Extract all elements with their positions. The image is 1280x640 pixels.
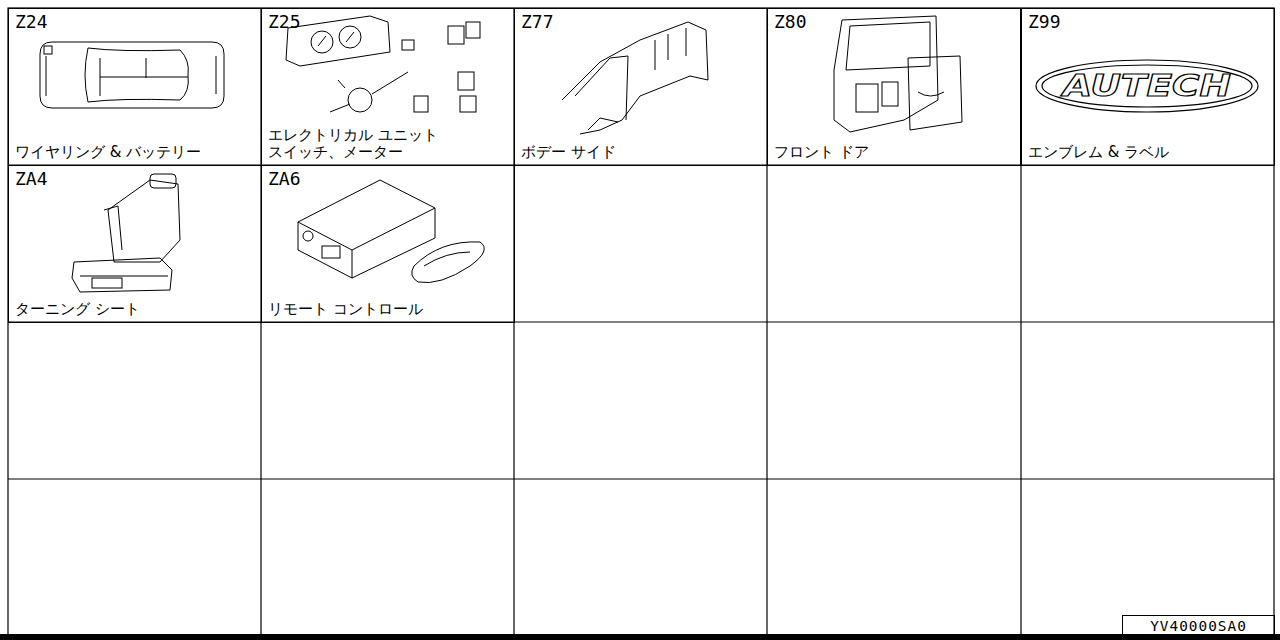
catalog-cell: Z24 ワイヤリング & バッテリー <box>8 8 262 166</box>
catalog-cell: ZA6 リモート コントロール <box>261 165 515 323</box>
drawing-number: YV40000SA0 <box>1123 616 1274 635</box>
catalog-cell: Z80 フロント ドア <box>767 8 1021 166</box>
group-caption: リモート コントロール <box>268 301 423 318</box>
index-grid <box>8 8 1274 636</box>
wiring-car <box>40 42 224 108</box>
group-caption: ターニング シート <box>15 301 140 318</box>
catalog-cell: Z25 エレクトリカル ユニット スイッチ、メーター <box>261 8 515 166</box>
group-caption: エレクトリカル ユニット スイッチ、メーター <box>268 127 468 161</box>
drawing-number-box: YV40000SA0 <box>1122 615 1275 636</box>
front-door <box>834 16 962 132</box>
group-code: Z80 <box>774 12 807 32</box>
catalog-cell: Z77 ボデー サイド <box>514 8 768 166</box>
group-code: Z25 <box>268 12 301 32</box>
group-caption: フロント ドア <box>774 144 869 161</box>
group-caption: ワイヤリング & バッテリー <box>15 144 201 161</box>
group-caption: ボデー サイド <box>521 144 616 161</box>
meter-switch-relays <box>286 16 480 112</box>
body-side <box>562 22 708 134</box>
bottom-bar <box>0 634 1280 640</box>
group-code: Z77 <box>521 12 554 32</box>
group-code: Z24 <box>15 12 48 32</box>
catalog-cell: ZA4 ターニング シート <box>8 165 262 323</box>
group-code: Z99 <box>1028 12 1061 32</box>
group-code: ZA6 <box>268 169 301 189</box>
group-caption: エンブレム & ラベル <box>1028 144 1169 161</box>
group-code: ZA4 <box>15 169 48 189</box>
remote-control-unit <box>298 180 484 283</box>
emblem-outline <box>1036 60 1258 112</box>
turning-seat <box>72 174 180 292</box>
emblem-text: AUTECH <box>1063 70 1231 102</box>
